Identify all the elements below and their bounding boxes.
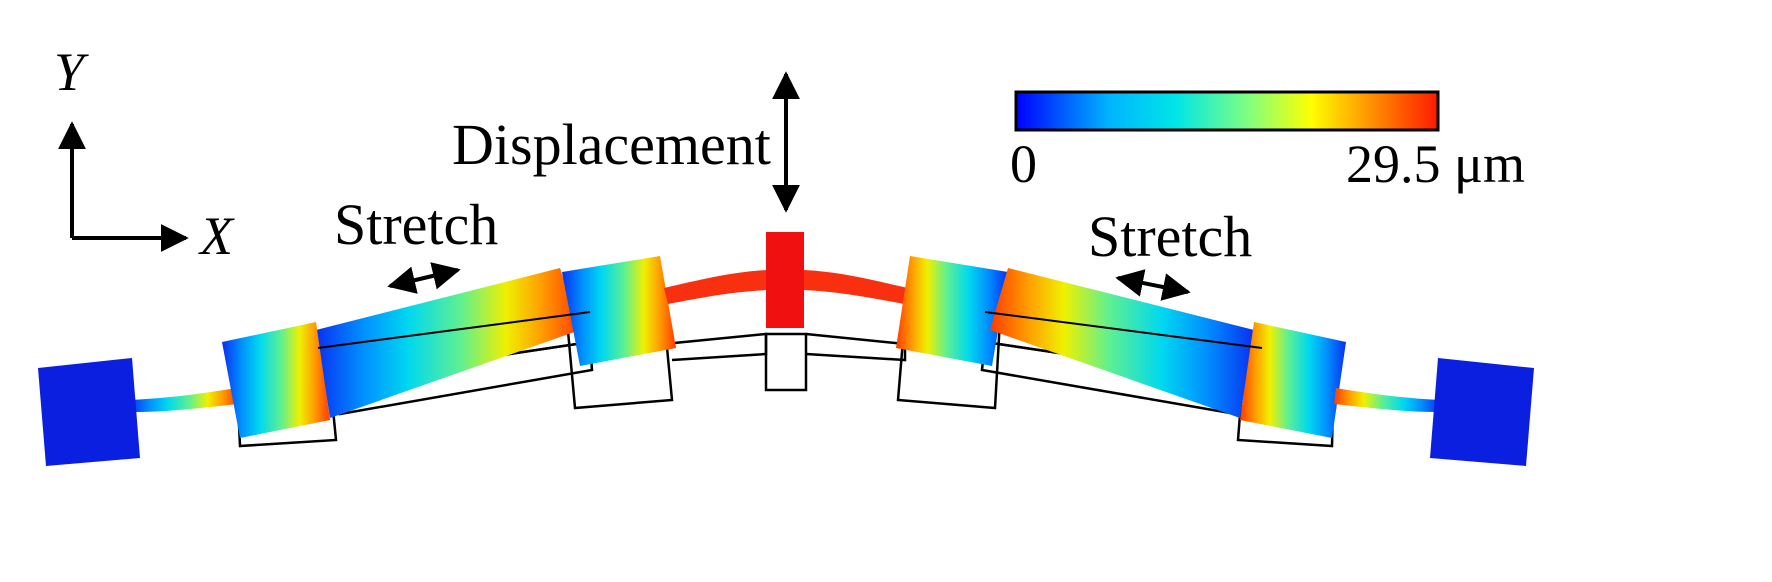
outline-left-flexure: [663, 332, 768, 362]
colorbar-max-label: 29.5 μm: [1346, 134, 1525, 194]
stretch-label-left: Stretch: [334, 192, 498, 257]
left-beam-deformed: [316, 268, 580, 418]
right-beam-deformed: [990, 268, 1254, 418]
displacement-label: Displacement: [452, 112, 771, 177]
right-flexure-deformed: [804, 270, 908, 304]
colorbar-min-label: 0: [1010, 134, 1037, 194]
right-inner-block-deformed: [896, 256, 1008, 366]
xy-axes-indicator: [58, 121, 189, 252]
outline-right-flexure: [805, 332, 907, 362]
right-fixed-pad: [1430, 358, 1534, 466]
overlay-right-beam-top: [984, 311, 1263, 349]
overlay-left-beam-top: [317, 311, 591, 349]
stretch-arrow-left: [387, 262, 461, 294]
x-axis-label: X: [198, 206, 235, 266]
right-tether: [1334, 388, 1440, 412]
outline-center-block: [764, 332, 808, 392]
left-fixed-pad: [38, 358, 140, 466]
colorbar: [1014, 90, 1440, 132]
right-outer-block-deformed: [1240, 322, 1346, 438]
left-outer-block-deformed: [222, 322, 330, 438]
stretch-label-right: Stretch: [1088, 204, 1252, 269]
center-block: [766, 232, 804, 328]
left-flexure-deformed: [664, 270, 768, 304]
outline-overlay: [317, 311, 1263, 349]
left-inner-block-deformed: [562, 256, 676, 366]
left-tether: [130, 388, 238, 412]
deformed-shape: [38, 232, 1534, 466]
y-axis-label: Y: [54, 42, 89, 102]
stretch-arrow-right: [1115, 269, 1191, 301]
